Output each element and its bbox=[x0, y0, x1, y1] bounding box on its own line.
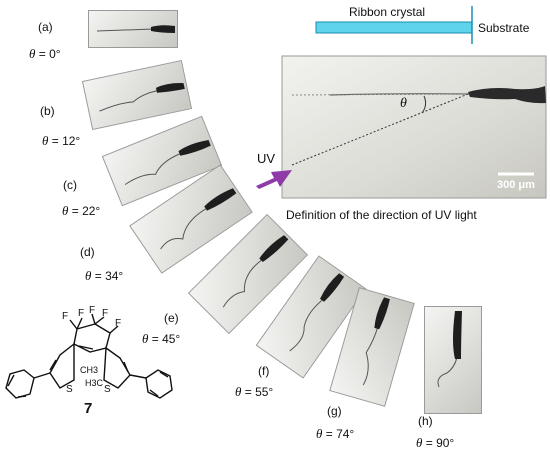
panel-f-theta: θ = 55° bbox=[235, 384, 274, 399]
compound-number: 7 bbox=[84, 400, 93, 417]
substrate-label: Substrate bbox=[478, 21, 530, 35]
panel-h-letter: (h) bbox=[418, 414, 433, 428]
panel-f-image bbox=[255, 255, 367, 379]
svg-text:CH3: CH3 bbox=[80, 365, 98, 375]
panel-d-image bbox=[129, 164, 253, 274]
chemical-structure bbox=[5, 313, 173, 399]
svg-text:F: F bbox=[89, 305, 95, 316]
panel-g-theta: θ = 74° bbox=[316, 426, 355, 441]
panel-g-letter: (g) bbox=[327, 404, 342, 418]
panel-g-image bbox=[329, 287, 415, 407]
svg-text:F: F bbox=[78, 308, 84, 319]
ribbon-crystal-bar bbox=[315, 21, 473, 34]
panel-d-letter: (d) bbox=[80, 245, 95, 259]
uv-label: UV bbox=[257, 151, 276, 166]
fluorine-labels: F F F F F S S CH3 H3C bbox=[62, 305, 121, 395]
figure-caption: Definition of the direction of UV light bbox=[286, 208, 477, 222]
uv-arrow bbox=[256, 170, 292, 189]
panel-c-theta: θ = 22° bbox=[62, 203, 101, 218]
panel-c-image bbox=[101, 115, 223, 207]
panel-f-letter: (f) bbox=[258, 364, 270, 378]
panel-b-letter: (b) bbox=[40, 104, 55, 118]
panel-e-letter: (e) bbox=[164, 311, 179, 325]
panel-e-theta: θ = 45° bbox=[142, 331, 181, 346]
main-micrograph bbox=[281, 55, 547, 199]
panel-h-image bbox=[424, 306, 482, 414]
svg-text:S: S bbox=[104, 384, 111, 395]
svg-text:S: S bbox=[66, 384, 73, 395]
panel-b-image bbox=[81, 59, 193, 131]
svg-text:F: F bbox=[115, 318, 121, 329]
panel-c-letter: (c) bbox=[63, 178, 77, 192]
panel-h-theta: θ = 90° bbox=[416, 435, 455, 450]
svg-text:F: F bbox=[102, 308, 108, 319]
panel-e-image bbox=[187, 213, 309, 335]
svg-text:F: F bbox=[62, 311, 68, 322]
scale-bar-label: 300 μm bbox=[497, 179, 535, 191]
panel-a-letter: (a) bbox=[38, 20, 53, 34]
angle-theta-label: θ bbox=[400, 96, 407, 111]
panel-b-theta: θ = 12° bbox=[42, 133, 81, 148]
panel-d-theta: θ = 34° bbox=[85, 268, 124, 283]
ribbon-crystal-label: Ribbon crystal bbox=[349, 5, 426, 19]
svg-text:H3C: H3C bbox=[85, 378, 104, 388]
panel-a-image bbox=[88, 10, 178, 48]
panel-a-theta: θ = 0° bbox=[29, 46, 61, 61]
